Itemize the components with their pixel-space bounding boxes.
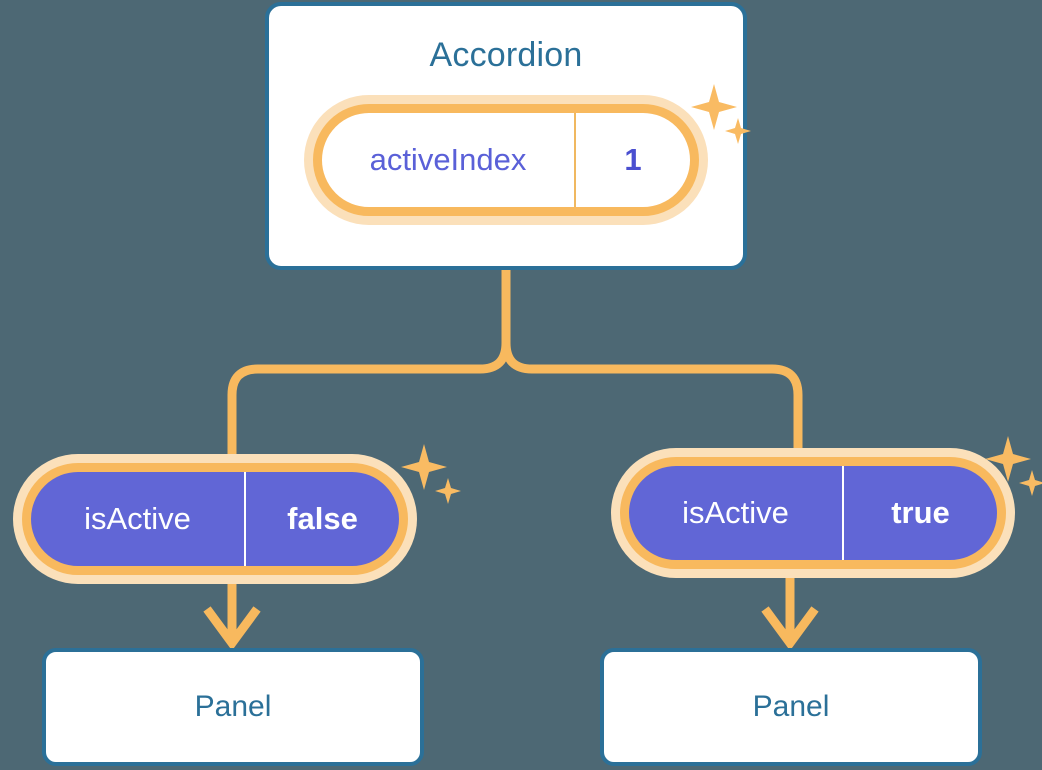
state-pill-value: 1 (624, 142, 642, 177)
state-pill-ring: activeIndex 1 (313, 104, 699, 216)
connector-branch-right (501, 342, 803, 465)
state-pill-activeindex[interactable]: activeIndex 1 (313, 104, 699, 216)
state-pill-ring: isActive true (620, 457, 1006, 569)
state-pill-key: activeIndex (322, 113, 576, 207)
state-pill-isactive-false[interactable]: isActive false (22, 463, 408, 575)
state-pill-ring: isActive false (22, 463, 408, 575)
connector-branch-left (227, 342, 511, 470)
four-point-star-large-icon (401, 444, 447, 490)
component-card-panel-left[interactable]: Panel (42, 648, 424, 766)
panel-title: Panel (194, 690, 272, 723)
state-pill-value: false (287, 501, 358, 536)
arrow-right (761, 564, 819, 651)
state-pill-value: true (891, 495, 950, 530)
state-pill-key: isActive (629, 466, 844, 560)
sparkle-group-left (401, 444, 461, 504)
state-pill-key: isActive (31, 472, 246, 566)
component-card-panel-right[interactable]: Panel (600, 648, 982, 766)
four-point-star-small-icon (435, 478, 461, 504)
panel-title: Panel (752, 690, 830, 723)
four-point-star-small-icon (1019, 470, 1042, 496)
arrow-left (203, 570, 261, 651)
state-pill-isactive-true[interactable]: isActive true (620, 457, 1006, 569)
page-title: Accordion (429, 36, 583, 74)
